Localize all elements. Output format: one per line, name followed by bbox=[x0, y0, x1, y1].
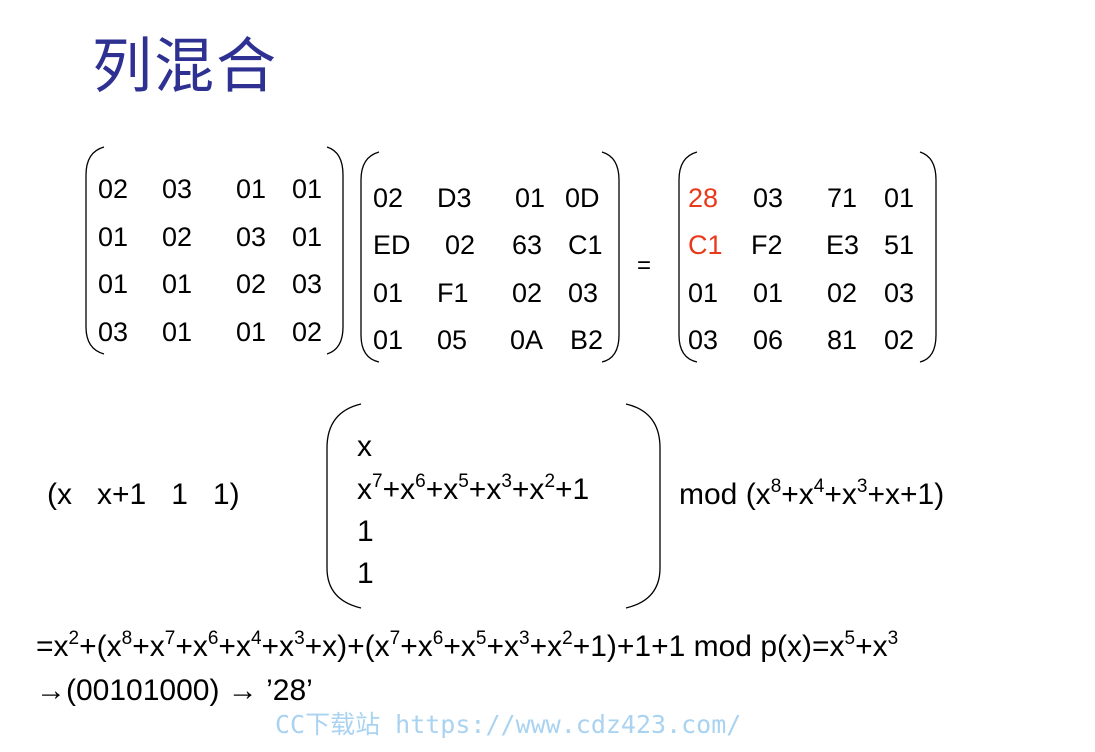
matrix-c-cell: 01 bbox=[884, 183, 915, 213]
matrix-c-cell: 71 bbox=[827, 183, 858, 213]
matrix-a-cell: 03 bbox=[292, 269, 323, 299]
matrix-b-cell: 01 bbox=[373, 325, 404, 355]
matrix-b-cell: 01 bbox=[515, 183, 546, 213]
matrix-a-cell: 02 bbox=[98, 174, 129, 204]
matrix-c-cell: 03 bbox=[753, 183, 784, 213]
column-vector-entry: 1 bbox=[357, 515, 374, 548]
matrix-c-cell-highlighted: C1 bbox=[688, 230, 723, 260]
matrix-c-cell: 81 bbox=[827, 325, 858, 355]
matrix-b-cell: 0D bbox=[565, 183, 600, 213]
matrix-b-cell: 01 bbox=[373, 278, 404, 308]
matrix-b-cell: 02 bbox=[445, 230, 476, 260]
matrix-c-cell: 01 bbox=[688, 278, 719, 308]
matrix-a-cell: 02 bbox=[236, 269, 267, 299]
matrix-a-cell: 03 bbox=[98, 317, 129, 347]
slide-title: 列混合 bbox=[92, 32, 278, 102]
matrix-c-cell: 02 bbox=[884, 325, 915, 355]
matrix-c-cell: 51 bbox=[884, 230, 915, 260]
matrix-c-cell: 02 bbox=[827, 278, 858, 308]
matrix-b-cell: D3 bbox=[437, 183, 472, 213]
column-vector-entry: 1 bbox=[357, 557, 374, 590]
matrix-a-cell: 03 bbox=[162, 174, 193, 204]
matrix-a-cell: 03 bbox=[236, 222, 267, 252]
column-vector-entry: x7+x6+x5+x3+x2+1 bbox=[357, 471, 590, 506]
matrix-a-cell: 01 bbox=[98, 269, 129, 299]
row-vector: (x x+1 1 1) bbox=[47, 478, 240, 511]
matrix-b-cell: 0A bbox=[510, 325, 544, 355]
column-vector-entry: x bbox=[357, 430, 372, 463]
matrix-c-cell-highlighted: 28 bbox=[688, 183, 719, 213]
matrix-b-cell: B2 bbox=[570, 325, 604, 355]
watermark: CC下载站 https://www.cdz423.com/ bbox=[275, 710, 742, 739]
matrix-b-cell: 02 bbox=[373, 183, 404, 213]
matrix-b-cell: 05 bbox=[437, 325, 468, 355]
matrix-b-cell: ED bbox=[373, 230, 411, 260]
matrix-a-cell: 01 bbox=[292, 174, 323, 204]
matrix-c-cell: E3 bbox=[826, 230, 860, 260]
result-expression: =x2+(x8+x7+x6+x4+x3+x)+(x7+x6+x5+x3+x2+1… bbox=[36, 628, 899, 663]
matrix-b-cell: 02 bbox=[512, 278, 543, 308]
matrix-c-cell: 03 bbox=[884, 278, 915, 308]
mod-expression: mod (x8+x4+x3+x+1) bbox=[679, 476, 945, 511]
final-result: →(00101000) → ’28’ bbox=[36, 674, 313, 707]
matrix-a-cell: 01 bbox=[98, 222, 129, 252]
matrix-c-cell: 06 bbox=[753, 325, 784, 355]
matrix-a-cell: 01 bbox=[236, 174, 267, 204]
matrix-a-cell: 01 bbox=[292, 222, 323, 252]
matrix-c-cell: 03 bbox=[688, 325, 719, 355]
matrix-b-cell: C1 bbox=[568, 230, 603, 260]
matrix-a-cell: 02 bbox=[292, 317, 323, 347]
matrix-b-cell: 63 bbox=[512, 230, 543, 260]
matrix-c-cell: F2 bbox=[751, 230, 783, 260]
matrix-b-cell: 03 bbox=[568, 278, 599, 308]
matrix-b-cell: F1 bbox=[437, 278, 469, 308]
matrix-c-cell: 01 bbox=[753, 278, 784, 308]
matrix-a-cell: 01 bbox=[236, 317, 267, 347]
matrix-a-cell: 02 bbox=[162, 222, 193, 252]
equals-sign: = bbox=[637, 252, 652, 279]
matrix-a-cell: 01 bbox=[162, 269, 193, 299]
matrix-a-cell: 01 bbox=[162, 317, 193, 347]
